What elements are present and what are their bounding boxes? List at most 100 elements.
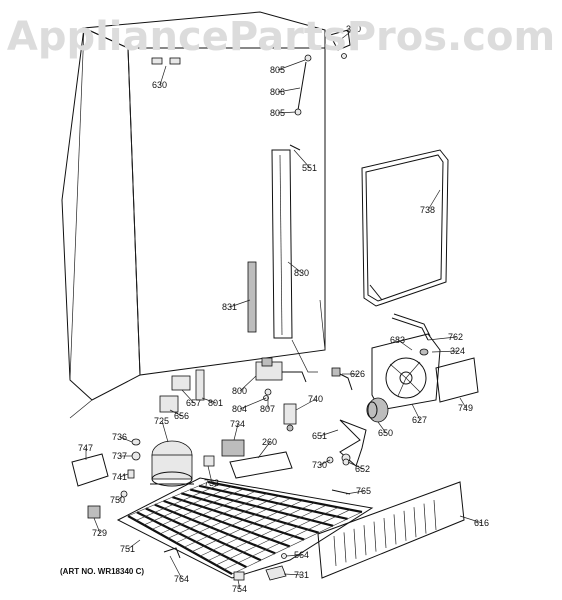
part-label-738: 738 — [420, 205, 435, 215]
leader-line-751 — [127, 539, 141, 550]
part-label-730: 730 — [312, 460, 327, 470]
clip-733 — [203, 455, 215, 467]
coil-tube — [145, 507, 262, 562]
part-label-805: 805 — [270, 108, 285, 118]
part-label-656: 656 — [174, 411, 189, 421]
coil-wire — [231, 511, 363, 575]
sensor-626 — [331, 367, 353, 391]
leader-line-683 — [397, 339, 413, 351]
leader-line-652 — [347, 461, 364, 470]
condenser-751 — [116, 477, 374, 579]
part-label-652: 652 — [355, 464, 370, 474]
part-label-765: 765 — [356, 486, 371, 496]
fan-blade-651 — [339, 419, 367, 467]
part-label-734: 734 — [230, 419, 245, 429]
part-label-725: 725 — [154, 416, 169, 426]
coil-tube — [154, 503, 276, 555]
vent-slot — [393, 514, 397, 545]
part-label-551: 551 — [302, 163, 317, 173]
coil-wire — [191, 500, 303, 552]
drain-pan-260 — [229, 451, 293, 479]
part-label-750: 750 — [110, 495, 125, 505]
part-label-626: 626 — [350, 369, 365, 379]
coil-tube — [136, 511, 247, 569]
part-label-260: 260 — [262, 437, 277, 447]
vent-slot — [373, 521, 377, 552]
part-label-749: 749 — [458, 403, 473, 413]
coil-wire — [159, 490, 256, 535]
leader-line-740 — [295, 398, 317, 411]
part-label-800: 800 — [232, 386, 247, 396]
leader-line-750 — [117, 495, 123, 501]
part-label-740: 740 — [308, 394, 323, 404]
part-label-762: 762 — [448, 332, 463, 342]
leader-line-725 — [161, 420, 169, 443]
part-label-831: 831 — [222, 302, 237, 312]
leader-line-324 — [431, 350, 459, 353]
leader-line-650 — [377, 421, 387, 434]
leader-line-764 — [169, 555, 183, 580]
leader-line-806 — [277, 87, 301, 93]
leader-line-564 — [285, 554, 303, 557]
relay-657 — [171, 375, 191, 391]
coil-wire — [135, 484, 220, 521]
part-label-731: 731 — [294, 570, 309, 580]
part-label-324: 324 — [450, 346, 465, 356]
part-label-736: 736 — [112, 432, 127, 442]
leader-line-738 — [427, 189, 441, 211]
coil-wire — [183, 497, 292, 548]
leader-line-800 — [239, 375, 257, 392]
leader-line-830 — [287, 261, 303, 274]
vent-slot — [353, 528, 357, 559]
part-label-627: 627 — [412, 415, 427, 425]
vent-slot — [433, 499, 437, 531]
part-label-764: 764 — [174, 574, 189, 584]
leader-line-754 — [237, 579, 241, 590]
coil-tube — [207, 480, 363, 514]
coil-wire — [215, 507, 339, 566]
leader-line-765 — [345, 490, 365, 495]
coil-wire — [127, 481, 209, 517]
motor-650 — [366, 397, 389, 423]
part-label-733: 733 — [204, 478, 219, 488]
coil-tube — [172, 496, 305, 541]
part-label-830: 830 — [294, 268, 309, 278]
coil-tube — [198, 484, 348, 520]
leader-line-736 — [119, 436, 133, 443]
strip-830 — [271, 149, 293, 339]
thermostat-740 — [283, 403, 297, 432]
art-number: (ART NO. WR18340 C) — [60, 567, 144, 576]
cover-749 — [435, 357, 479, 403]
valve-800 — [255, 357, 307, 401]
part-label-754: 754 — [232, 584, 247, 594]
part-label-741: 741 — [112, 472, 127, 482]
part-label-801: 801 — [208, 398, 223, 408]
vent-slot — [413, 507, 417, 538]
fan-housing-627 — [371, 313, 441, 411]
leader-line-729 — [93, 517, 101, 534]
bracket-656 — [159, 395, 179, 413]
coil-wire — [175, 495, 280, 544]
leader-line-805 — [277, 111, 297, 114]
hinge-parts — [289, 29, 351, 151]
gasket-738 — [361, 149, 449, 307]
part-label-729: 729 — [92, 528, 107, 538]
coil-wire — [223, 509, 351, 570]
coil-tube — [181, 492, 319, 534]
vent-slot — [363, 525, 367, 556]
part-label-804: 804 — [232, 404, 247, 414]
part-label-370: 370 — [346, 24, 361, 34]
coil-wire — [199, 502, 315, 557]
coil-wire — [167, 493, 268, 539]
part-label-650: 650 — [378, 428, 393, 438]
cover-747 — [71, 453, 109, 487]
coil-tube — [163, 499, 291, 548]
leader-line-762 — [427, 336, 457, 341]
back-panel-616 — [317, 481, 465, 579]
vent-slot — [423, 503, 427, 534]
leader-line-627 — [411, 403, 421, 421]
leader-line-657 — [181, 389, 195, 404]
part-label-807: 807 — [260, 404, 275, 414]
leader-line-734 — [233, 423, 239, 441]
part-label-683: 683 — [390, 335, 405, 345]
